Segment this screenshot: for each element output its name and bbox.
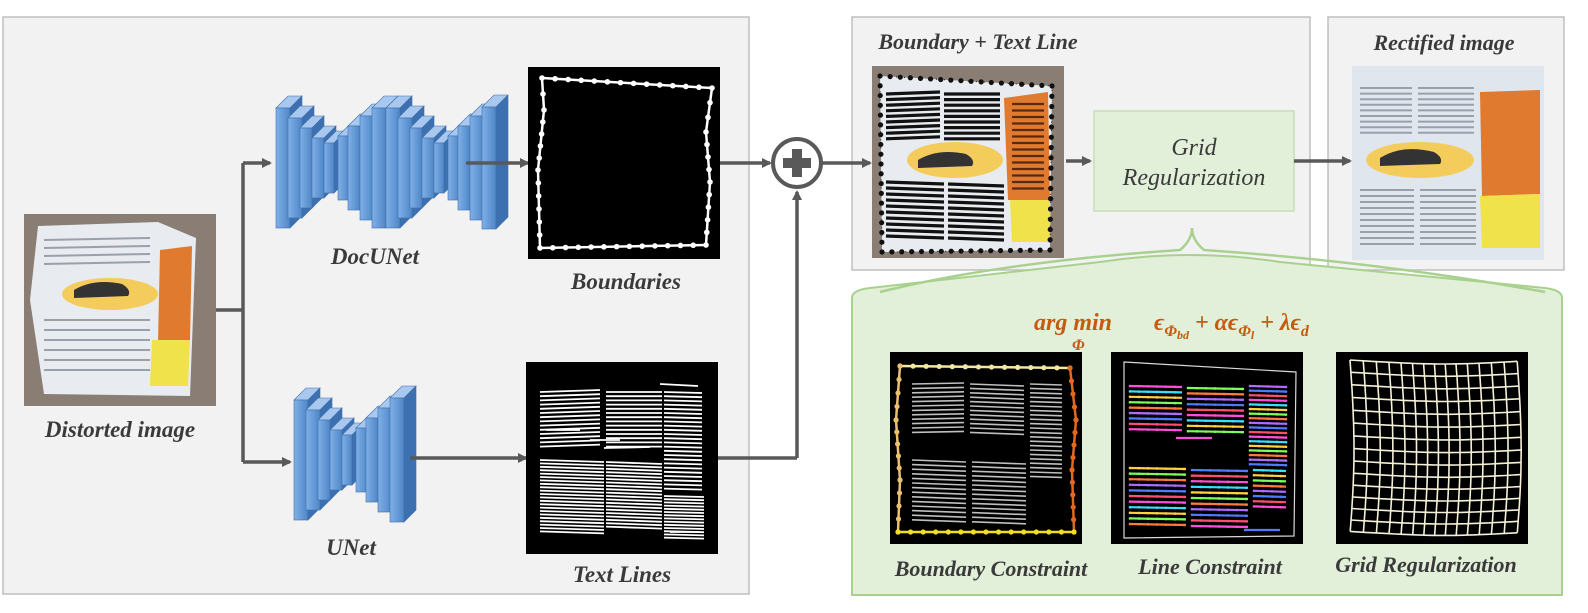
- rectified-image: [1352, 66, 1544, 260]
- docunet-label: DocUNet: [330, 244, 420, 269]
- docunet-network: [275, 94, 509, 230]
- line-constraint-label: Line Constraint: [1137, 554, 1283, 579]
- grid-regularization-box: [1093, 110, 1295, 212]
- formula-argmin: arg min: [1034, 310, 1112, 336]
- grid-regularization-line2: Regularization: [1122, 165, 1266, 191]
- formula-objective: ϵΦbd + αϵΦl + λϵd: [1154, 310, 1310, 342]
- objective-formula: arg min Φ ϵΦbd + αϵΦl + λϵd: [1034, 310, 1310, 354]
- grid-regularization-image: [1336, 352, 1528, 544]
- distorted-image: [24, 214, 216, 406]
- formula-argmin-subscript: Φ: [1072, 337, 1085, 354]
- textlines-to-plus-arrow: [718, 190, 802, 460]
- boundary-textline-label: Boundary + Text Line: [877, 29, 1078, 54]
- text-lines-label: Text Lines: [573, 562, 671, 587]
- unet-network: [293, 385, 417, 523]
- boundary-constraint-image: [890, 352, 1082, 544]
- boundary-textline-image: [872, 66, 1064, 258]
- split-arrows: [216, 158, 292, 467]
- distorted-label: Distorted image: [44, 417, 195, 442]
- callout-curve: [879, 227, 1546, 294]
- grid-regularization-line1: Grid: [1171, 135, 1217, 161]
- line-constraint-image: [1111, 352, 1303, 544]
- rectified-label: Rectified image: [1372, 30, 1514, 55]
- boundary-constraint-label: Boundary Constraint: [894, 556, 1088, 581]
- boundaries-output: [528, 67, 720, 259]
- boundaries-label: Boundaries: [570, 269, 681, 294]
- text-lines-output: [526, 362, 718, 554]
- grid-regularization-label: Grid Regularization: [1335, 552, 1517, 577]
- combine-plus-icon: [771, 137, 823, 189]
- unet-label: UNet: [326, 535, 376, 560]
